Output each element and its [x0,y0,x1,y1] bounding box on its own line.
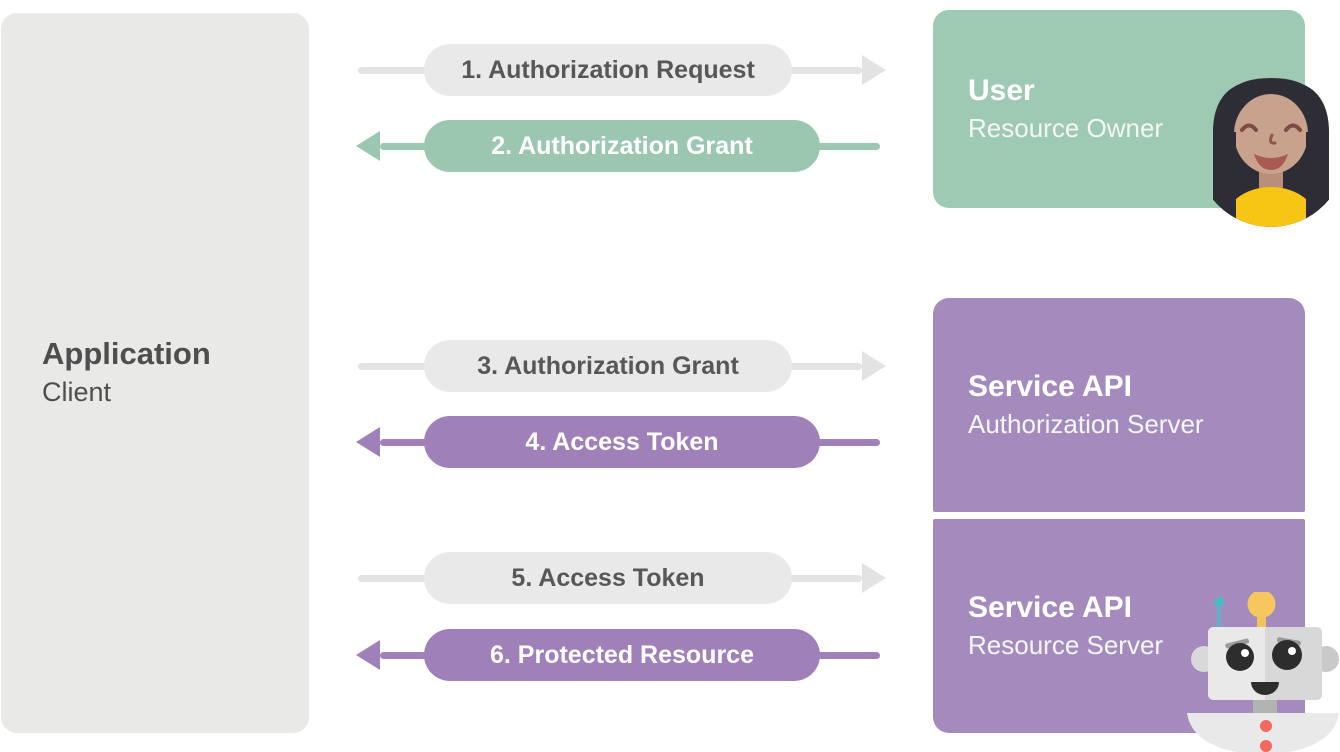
arrow-left-icon [356,640,380,670]
flow-row-authorization-grant-3: 3. Authorization Grant [356,340,886,392]
application-subtitle: Client [42,377,112,408]
arrow-right-icon [862,351,886,381]
authorization-server-title: Service API [968,370,1132,404]
authorization-server-subtitle: Authorization Server [968,409,1204,440]
robot-icon [1185,590,1340,752]
woman-avatar-icon [1196,77,1340,227]
flow-row-access-token-5: 5. Access Token [356,552,886,604]
arrow-right-icon [862,55,886,85]
flow-row-protected-resource: 6. Protected Resource [356,629,886,681]
flow-row-authorization-request: 1. Authorization Request [356,44,886,96]
arrow-left-icon [356,427,380,457]
flow-row-authorization-grant-2: 2. Authorization Grant [356,120,886,172]
user-subtitle: Resource Owner [968,113,1164,144]
arrow-right-icon [862,563,886,593]
flow-row-access-token-4: 4. Access Token [356,416,886,468]
resource-server-subtitle: Resource Server [968,630,1164,661]
flow-pill: 4. Access Token [424,416,820,468]
flow-pill: 2. Authorization Grant [424,120,820,172]
application-box: Application Client [1,13,309,733]
authorization-server-box: Service API Authorization Server [933,298,1305,512]
application-title: Application [42,336,211,372]
resource-server-title: Service API [968,591,1132,625]
arrow-left-icon [356,131,380,161]
flow-pill: 1. Authorization Request [424,44,792,96]
user-title: User [968,74,1035,108]
flow-pill: 5. Access Token [424,552,792,604]
flow-pill: 6. Protected Resource [424,629,820,681]
flow-pill: 3. Authorization Grant [424,340,792,392]
